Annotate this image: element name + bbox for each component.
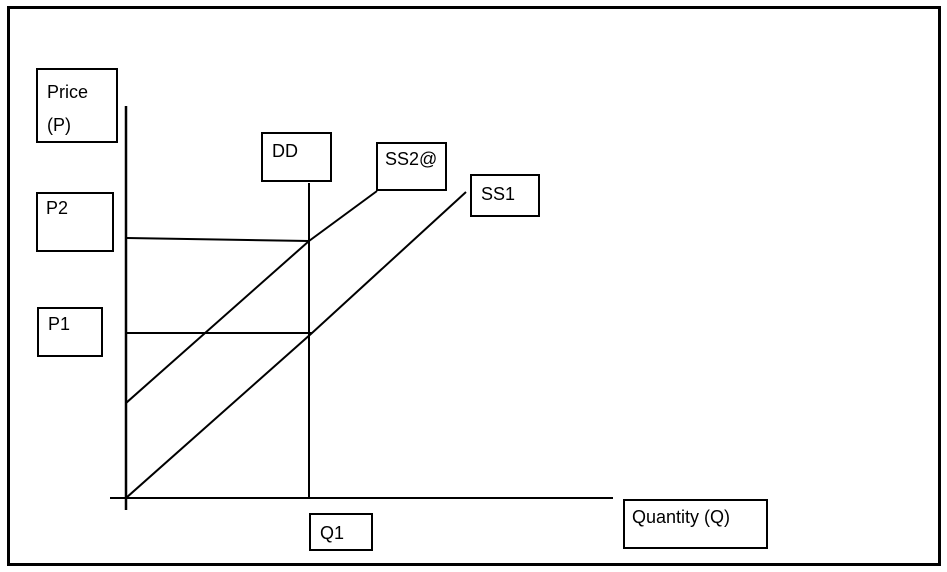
supply-curve-ss2-line	[125, 190, 378, 404]
demand-curve-label: DD	[272, 141, 298, 161]
supply-curve-2-label: SS2@	[385, 149, 438, 169]
q1-label: Q1	[320, 523, 345, 543]
supply-curve-2-label-box: SS2@	[376, 142, 447, 191]
figure-border	[7, 6, 941, 566]
quantity-axis-label: Quantity (Q)	[632, 507, 731, 527]
p2-label-box: P2	[36, 192, 114, 252]
supply-curve-ss1-line	[125, 191, 467, 499]
supply-curve-1-label: SS1	[481, 184, 516, 204]
supply-curve-1-label-box: SS1	[470, 174, 540, 217]
demand-curve-label-box: DD	[261, 132, 332, 182]
price-axis-label-line2: (P)	[47, 115, 71, 135]
p2-label: P2	[46, 198, 69, 218]
p1-label-box: P1	[37, 307, 103, 357]
q1-label-box: Q1	[309, 513, 373, 551]
p2-reference-line	[125, 237, 310, 242]
p1-label: P1	[48, 314, 71, 334]
price-axis-label-line1: Price	[47, 82, 89, 102]
price-axis-label-box: Price (P)	[36, 68, 118, 143]
quantity-axis-label-box: Quantity (Q)	[623, 499, 768, 549]
